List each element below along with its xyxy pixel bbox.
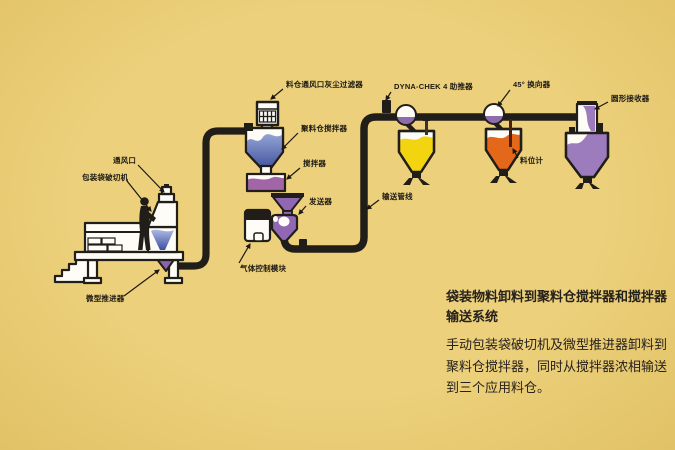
leader-micro-feeder [123, 269, 160, 297]
caption-title-line2: 输送系统 [446, 309, 499, 324]
pipe-to-surge-hopper [168, 127, 250, 270]
leader-diverter [497, 89, 511, 107]
level-gauge-rod-2 [507, 114, 514, 147]
label-mixer: 搅拌器 [303, 158, 326, 168]
caption-body-line3: 到三个应用料仓。 [446, 380, 551, 395]
caption-body-line1: 手动包装袋破切机及微型推进器卸料到 [446, 337, 668, 352]
leader-gas-module [238, 243, 251, 264]
hopper-inlet-lug [244, 123, 253, 131]
sender-rim [271, 193, 304, 197]
bag-dump-hopper [146, 200, 179, 229]
leader-receiver [594, 101, 609, 110]
leader-surge [281, 132, 299, 150]
hopper-orange [484, 114, 523, 183]
surge-hopper [244, 123, 285, 176]
mixer [245, 172, 287, 193]
dump-funnel-chamber [146, 225, 179, 254]
caption-title-line1: 袋装物料卸料到聚料仓搅拌器和搅拌器 [446, 289, 668, 304]
leader-level-gauge [512, 148, 519, 159]
surge-outlet [259, 164, 273, 176]
caption-block: 袋装物料卸料到聚料仓搅拌器和搅拌器 输送系统 手动包装袋破切机及微型推进器卸料到… [446, 287, 674, 399]
label-surge-hopper: 聚料仓搅拌器 [300, 123, 347, 133]
label-micro-feeder: 微型推进器 [85, 293, 125, 303]
label-level-gauge: 料位计 [520, 155, 543, 165]
diagram-labels: 料仓通风口灰尘过滤器 聚料仓搅拌器 搅拌器 发送器 通风口 包装袋破切机 微型推… [81, 79, 650, 303]
caption-body-line2: 聚料仓搅拌器，同时从搅拌器浓相输送 [446, 358, 668, 374]
label-booster: DYNA-CHEK 4 助推器 [394, 81, 473, 91]
vent-box [157, 184, 176, 204]
label-diverter: 45° 换向器 [513, 79, 551, 89]
leader-sender [298, 205, 307, 215]
bag-dump-station [53, 184, 185, 285]
level-gauge-rod-1 [423, 116, 430, 135]
receiver-vessel [564, 123, 610, 189]
hopper-yellow [397, 116, 436, 185]
leader-vent [137, 164, 165, 193]
round-receiver [564, 101, 610, 189]
pipe-valve-stub [299, 239, 307, 249]
leader-booster [385, 91, 392, 101]
diverter-sphere-2 [483, 103, 505, 133]
gas-control-module [243, 208, 272, 243]
worker-silhouette [138, 197, 156, 250]
conveying-pipe [280, 113, 579, 253]
leader-pipeline [366, 199, 380, 210]
sender [270, 193, 304, 243]
leader-bag-cutter [126, 180, 152, 212]
label-filter: 料仓通风口灰尘过滤器 [286, 79, 363, 89]
booster-stub [382, 100, 391, 113]
diverter-sphere-1 [395, 104, 418, 135]
label-vent: 通风口 [113, 155, 136, 165]
label-bag-cutter: 包装袋破切机 [81, 172, 128, 182]
label-sender: 发送器 [308, 196, 332, 206]
label-receiver: 圆形接收器 [611, 93, 650, 103]
sender-vessel [270, 213, 299, 243]
platform-floor [73, 250, 185, 262]
leader-lines [123, 88, 609, 297]
receiver-inlet-box [575, 101, 599, 135]
sender-funnel [272, 196, 303, 212]
leader-filter [270, 88, 284, 100]
label-pipeline: 输送管线 [382, 191, 413, 201]
platform-legs [82, 258, 184, 285]
bin-vent-filter [255, 100, 280, 131]
label-gas-module: 气体控制模块 [239, 263, 286, 273]
leader-mixer [286, 167, 301, 180]
